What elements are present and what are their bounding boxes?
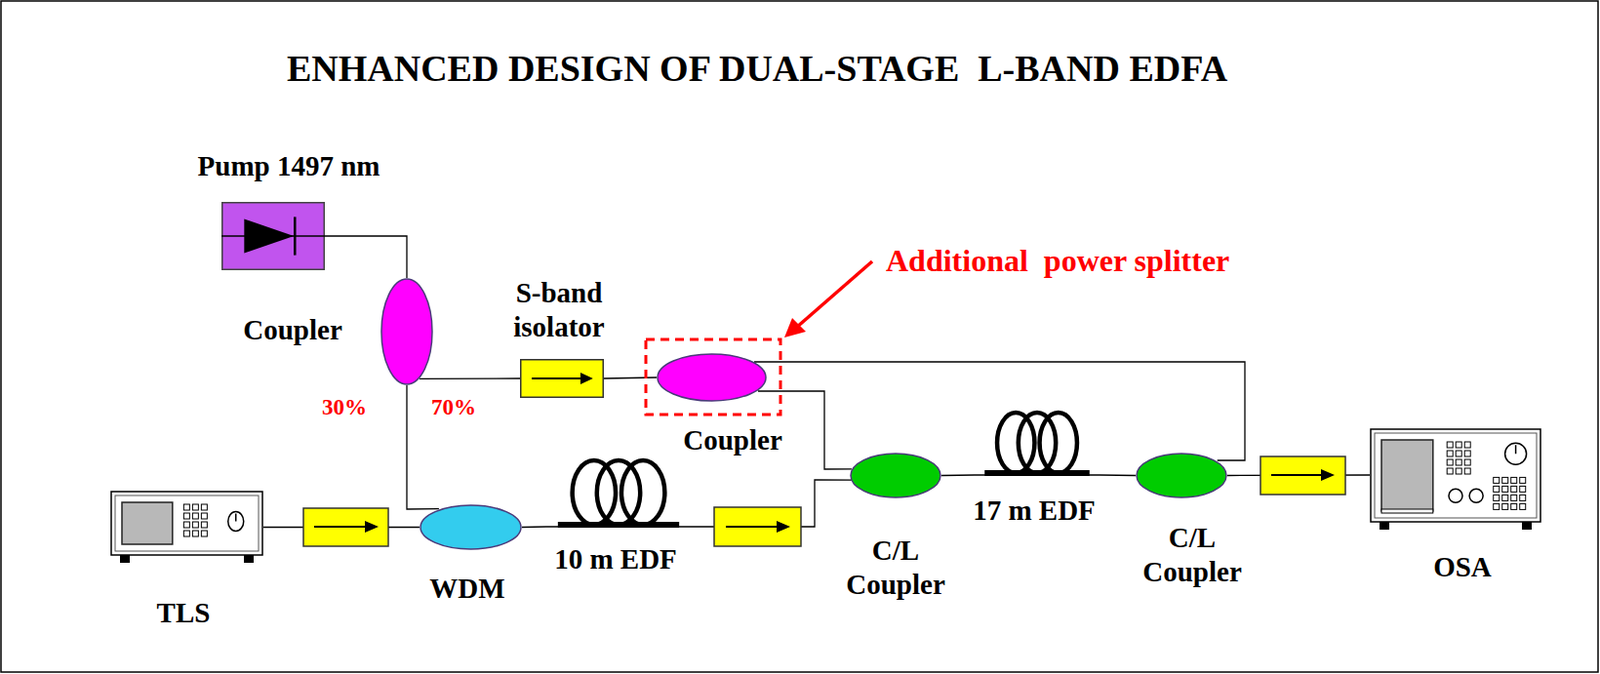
component-node: TLS: [110, 490, 264, 564]
component-shape: [520, 359, 604, 399]
component-node: OSA: [1369, 428, 1542, 531]
component-label: WDM: [429, 571, 505, 606]
isolator-symbol: [303, 508, 389, 547]
fiber-connector: [1227, 474, 1370, 477]
split-ratio: 30%: [321, 395, 367, 421]
fiber-connector: [419, 377, 520, 380]
fiber-connector: [1099, 474, 1136, 477]
component-label: C/L Coupler: [832, 533, 960, 602]
fiber-connector: [754, 361, 1245, 461]
component-shape: [419, 504, 522, 551]
isolator-symbol: [1260, 456, 1346, 495]
component-shape: [656, 353, 767, 402]
component-shape: [849, 452, 942, 499]
component-label: C/L Coupler: [1128, 520, 1256, 590]
highlight-box: [645, 339, 781, 415]
component-label: Coupler: [682, 423, 783, 458]
fiber-connector: [521, 525, 547, 528]
component-label: S-band isolator: [495, 276, 623, 345]
diagram-title: ENHANCED DESIGN OF DUAL-STAGE L-BAND EDF…: [286, 46, 1228, 90]
component-label: TLS: [157, 596, 211, 631]
component-node: Pump 1497 nm: [221, 201, 325, 271]
component-label: 17 m EDF: [972, 493, 1096, 528]
fiber-connector: [324, 236, 407, 279]
callout-text: Additional power splitter: [885, 242, 1230, 280]
component-node: C/L Coupler: [1135, 452, 1228, 499]
component-label: Pump 1497 nm: [198, 149, 381, 184]
component-shape: [1369, 428, 1542, 531]
component-shape: [110, 490, 264, 564]
component-shape: [380, 278, 434, 386]
component-node: WDM: [419, 504, 522, 551]
component-label: Coupler: [242, 313, 343, 348]
fiber-connector: [941, 474, 975, 477]
component-shape: [221, 201, 325, 271]
component-node: Coupler: [656, 353, 767, 402]
component-node: 10 m EDF: [546, 458, 691, 529]
component-label: OSA: [1433, 550, 1492, 585]
component-shape: [974, 410, 1100, 480]
component-label: 10 m EDF: [554, 542, 678, 577]
split-ratio: 70%: [431, 395, 477, 421]
fiber-connector: [603, 377, 657, 379]
component-node: 17 m EDF: [974, 410, 1100, 480]
component-shape: [546, 458, 691, 529]
component-node: S-band isolator: [520, 359, 604, 399]
component-shape: [1135, 452, 1228, 499]
isolator-symbol: [714, 507, 801, 547]
fiber-connector: [263, 526, 420, 528]
component-node: Coupler: [380, 278, 434, 386]
callout-arrow: [784, 261, 873, 338]
component-node: C/L Coupler: [849, 452, 942, 499]
